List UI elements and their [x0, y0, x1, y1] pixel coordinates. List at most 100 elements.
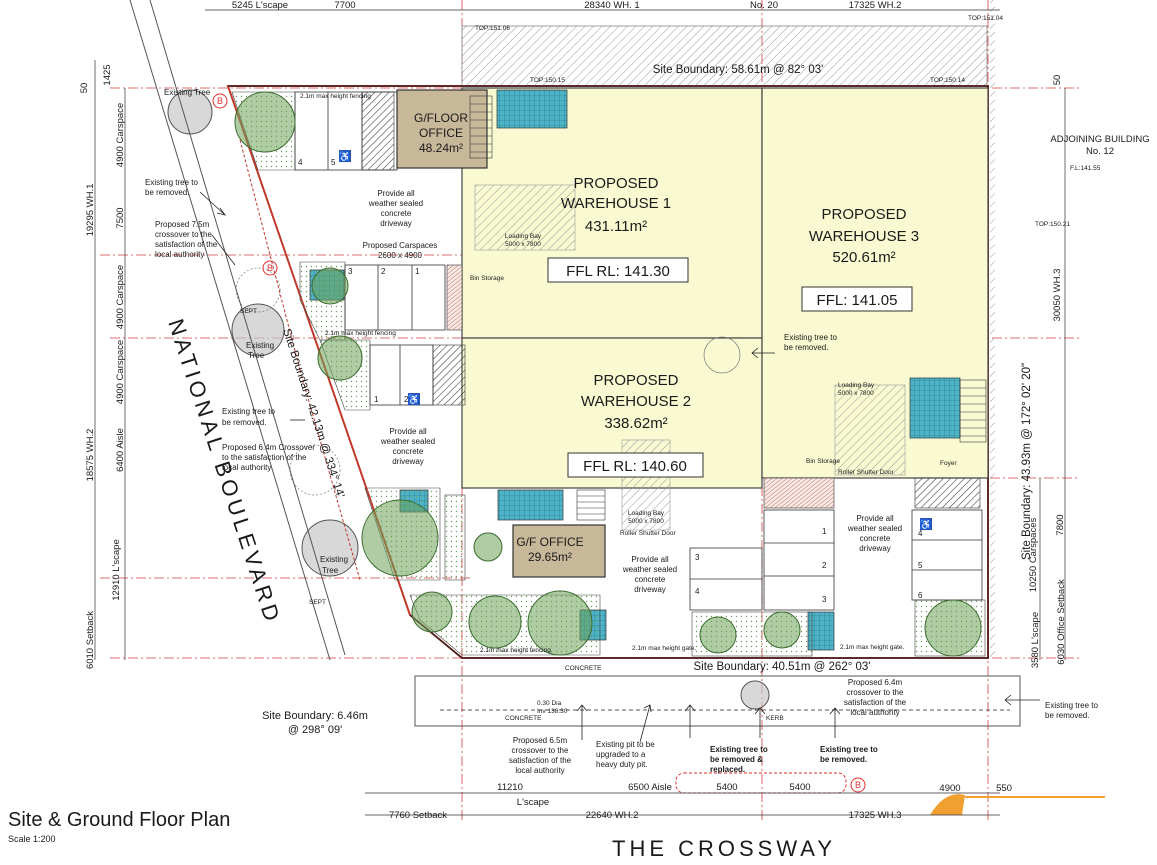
svg-text:2.1m max height fencing: 2.1m max height fencing	[480, 647, 551, 654]
svg-text:520.61m²: 520.61m²	[832, 249, 895, 266]
existing-tree-icon	[167, 89, 770, 710]
svg-text:WAREHOUSE 2: WAREHOUSE 2	[581, 393, 691, 410]
svg-text:Proposed 6.4m: Proposed 6.4m	[848, 678, 903, 687]
svg-text:6010 Setback: 6010 Setback	[85, 611, 96, 669]
road-name-south: THE CROSSWAY	[612, 836, 836, 861]
office-2	[512, 524, 606, 578]
svg-text:5245 L'scape: 5245 L'scape	[232, 0, 288, 11]
note-tree-replaced: Existing tree to be removed & replaced.	[710, 745, 768, 774]
svg-text:Proposed 6.4m Crossover: Proposed 6.4m Crossover	[222, 443, 315, 452]
svg-text:28340 WH. 1: 28340 WH. 1	[584, 0, 639, 11]
svg-text:be removed &: be removed &	[710, 755, 763, 764]
svg-text:TOP:150.15: TOP:150.15	[530, 77, 565, 84]
svg-text:Roller Shutter Door: Roller Shutter Door	[838, 469, 894, 476]
svg-text:PROPOSED: PROPOSED	[573, 175, 658, 192]
svg-text:satisfaction of the: satisfaction of the	[509, 756, 572, 765]
svg-text:550: 550	[996, 783, 1012, 794]
office-2-label: G/F OFFICE 29.65m²	[516, 535, 583, 564]
note-tree-removed-5: Existing tree to be removed.	[1045, 701, 1098, 720]
svg-text:driveway: driveway	[392, 457, 424, 466]
svg-text:5: 5	[918, 561, 923, 570]
note-crossover-1: Proposed 7.5m crossover to the satisfact…	[155, 220, 218, 259]
boundary-sw-label: @ 298° 09'	[288, 724, 342, 736]
boundary-sw-label: Site Boundary: 6.46m	[262, 710, 368, 722]
svg-text:L'scape: L'scape	[517, 797, 549, 808]
svg-text:Existing tree to: Existing tree to	[820, 745, 878, 754]
svg-text:B: B	[855, 780, 861, 790]
svg-text:driveway: driveway	[380, 219, 412, 228]
warehouse-1-ffl: FFL RL: 141.30	[566, 263, 670, 280]
svg-text:be removed.: be removed.	[222, 418, 266, 427]
svg-text:Roller Shutter Door: Roller Shutter Door	[620, 530, 676, 537]
svg-text:No. 20: No. 20	[750, 0, 778, 11]
svg-text:6400 Aisle: 6400 Aisle	[115, 428, 126, 472]
svg-text:Provide all: Provide all	[856, 514, 894, 523]
svg-text:♿: ♿	[408, 393, 420, 406]
svg-text:50: 50	[79, 83, 90, 94]
svg-text:Inv 138.30: Inv 138.30	[537, 708, 568, 715]
svg-text:7500: 7500	[115, 207, 126, 228]
note-driveway-2: Provide all weather sealed concrete driv…	[380, 427, 435, 466]
svg-text:2: 2	[404, 395, 409, 404]
loading-bay-1	[474, 184, 576, 251]
svg-text:18575 WH.2: 18575 WH.2	[85, 429, 96, 482]
svg-text:5400: 5400	[789, 782, 810, 793]
accessible-parking-icon: ♿	[408, 393, 420, 406]
svg-text:CONCRETE: CONCRETE	[565, 665, 602, 672]
svg-text:heavy duty pit.: heavy duty pit.	[596, 760, 648, 769]
svg-text:10250 Carspaces: 10250 Carspaces	[1028, 518, 1039, 593]
svg-text:TOP:151.06: TOP:151.06	[475, 25, 510, 32]
svg-text:Loading Bay: Loading Bay	[628, 510, 665, 517]
svg-text:concrete: concrete	[860, 534, 891, 543]
svg-text:KERB: KERB	[766, 715, 784, 722]
note-pit: Existing pit to be upgraded to a heavy d…	[596, 740, 655, 769]
svg-text:Proposed 7.5m: Proposed 7.5m	[155, 220, 210, 229]
svg-text:Existing tree to: Existing tree to	[222, 407, 275, 416]
svg-text:30050 WH.3: 30050 WH.3	[1052, 269, 1063, 322]
svg-text:6: 6	[918, 591, 923, 600]
accessible-parking-icon: ♿	[339, 150, 351, 163]
svg-text:6030 Office Setback: 6030 Office Setback	[1056, 579, 1067, 665]
svg-text:Existing: Existing	[320, 555, 348, 564]
svg-text:weather sealed: weather sealed	[368, 199, 423, 208]
svg-text:Existing Tree: Existing Tree	[164, 88, 211, 97]
svg-text:Existing tree to: Existing tree to	[784, 333, 837, 342]
svg-text:Tree: Tree	[322, 566, 339, 575]
note-crossover-3: Proposed 6.5m crossover to the satisfact…	[509, 736, 572, 775]
svg-text:Existing tree to: Existing tree to	[1045, 701, 1098, 710]
svg-text:5: 5	[331, 158, 336, 167]
warehouse-3-label: PROPOSED WAREHOUSE 3 520.61m²	[809, 206, 919, 266]
svg-text:1: 1	[374, 395, 379, 404]
svg-text:7700: 7700	[334, 0, 355, 11]
svg-text:G/F OFFICE: G/F OFFICE	[516, 535, 583, 549]
svg-text:4900 Carspace: 4900 Carspace	[115, 265, 126, 329]
svg-text:TOP:150.14: TOP:150.14	[930, 77, 965, 84]
svg-text:Existing tree to: Existing tree to	[145, 178, 198, 187]
note-driveway-3: Provide all weather sealed concrete driv…	[622, 555, 677, 594]
svg-text:Provide all: Provide all	[377, 189, 415, 198]
note-driveway-1: Provide all weather sealed concrete driv…	[368, 189, 423, 228]
note-tree-removed-3: Existing tree to be removed.	[784, 333, 837, 352]
svg-text:4: 4	[695, 587, 700, 596]
note-carspaces: Proposed Carspaces 2600 x 4900	[363, 241, 438, 260]
svg-text:upgraded to a: upgraded to a	[596, 750, 646, 759]
svg-text:Foyer: Foyer	[940, 460, 957, 467]
svg-text:be removed.: be removed.	[145, 188, 189, 197]
existing-tree-labels: Existing Tree Existing Tree Existing Tre…	[164, 88, 348, 575]
svg-text:0.30 Dia: 0.30 Dia	[537, 700, 562, 707]
svg-text:2.1m max height fencing: 2.1m max height fencing	[325, 330, 396, 337]
svg-text:17325 WH.3: 17325 WH.3	[849, 810, 902, 821]
marker-b	[212, 93, 228, 109]
warehouse-3-ffl: FFL: 141.05	[817, 292, 898, 309]
adjoining-building-label: ADJOINING BUILDING	[1050, 134, 1149, 145]
svg-text:WAREHOUSE 3: WAREHOUSE 3	[809, 228, 919, 245]
svg-text:replaced.: replaced.	[710, 765, 745, 774]
svg-text:Provide all: Provide all	[631, 555, 669, 564]
svg-text:4900: 4900	[939, 783, 960, 794]
svg-text:5000 x 7800: 5000 x 7800	[505, 241, 541, 248]
boundary-east-label: Site Boundary: 43.93m @ 172° 02' 20"	[1021, 363, 1033, 560]
svg-text:5000 x 7800: 5000 x 7800	[628, 518, 664, 525]
svg-text:local authority: local authority	[222, 463, 271, 472]
marker-b	[850, 777, 866, 793]
